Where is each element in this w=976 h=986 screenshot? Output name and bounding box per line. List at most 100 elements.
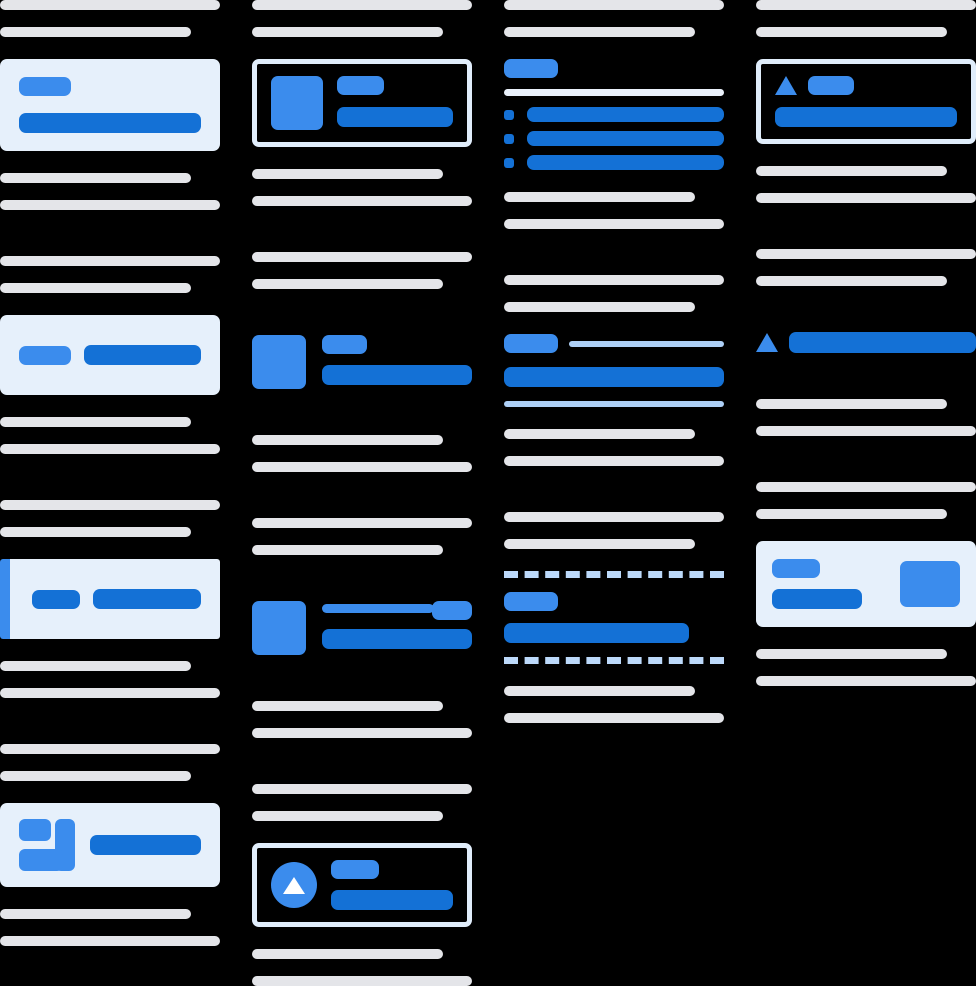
- trail-text-lines: [252, 435, 472, 472]
- spacer: [252, 927, 472, 949]
- primary-bar[interactable]: [772, 589, 863, 609]
- trail-text-lines: [252, 169, 472, 206]
- primary-bar[interactable]: [331, 890, 453, 910]
- text-line: [504, 192, 696, 202]
- list-item[interactable]: [504, 131, 724, 146]
- primary-bar[interactable]: [775, 107, 957, 127]
- trail-text-lines: [504, 192, 724, 229]
- content-block-c3b2[interactable]: [504, 275, 724, 466]
- content-block-c3b3[interactable]: [504, 512, 724, 723]
- block-gap: [0, 210, 220, 256]
- status-badge[interactable]: [772, 559, 820, 578]
- lead-text-lines: [504, 512, 724, 549]
- content-block-c1b3[interactable]: [0, 500, 220, 698]
- primary-bar[interactable]: [19, 113, 201, 133]
- status-badge[interactable]: [808, 76, 854, 95]
- outline-card[interactable]: [252, 59, 472, 147]
- spacer: [252, 147, 472, 169]
- text-line: [504, 686, 696, 696]
- status-badge[interactable]: [504, 592, 558, 611]
- trailing-tag[interactable]: [432, 601, 472, 620]
- media-object[interactable]: [252, 335, 472, 389]
- text-line: [0, 444, 220, 454]
- text-line: [0, 744, 220, 754]
- filled-card[interactable]: [756, 541, 976, 627]
- primary-bar[interactable]: [84, 345, 201, 365]
- split-media-row: [772, 559, 960, 609]
- outline-card[interactable]: [252, 843, 472, 927]
- text-line: [756, 482, 976, 492]
- filled-card[interactable]: [0, 803, 220, 887]
- text-line: [0, 27, 192, 37]
- text-line: [0, 527, 192, 537]
- media-object-with-tag[interactable]: [252, 601, 472, 655]
- outline-card[interactable]: [756, 59, 976, 144]
- accent-callout-card[interactable]: [0, 559, 220, 639]
- status-badge[interactable]: [322, 335, 367, 354]
- lead-text-lines: [504, 0, 724, 37]
- content-block-c2b3[interactable]: [252, 518, 472, 738]
- text-line: [0, 771, 192, 781]
- status-badge[interactable]: [32, 589, 80, 609]
- primary-bar[interactable]: [322, 365, 472, 385]
- text-line: [252, 976, 472, 986]
- trail-text-lines: [756, 399, 976, 436]
- text-line: [756, 166, 948, 176]
- block-gap: [504, 229, 724, 275]
- block-gap: [252, 738, 472, 784]
- content-block-c1b1[interactable]: [0, 0, 220, 210]
- dashed-card[interactable]: [504, 571, 724, 664]
- image-square-icon: [900, 561, 960, 607]
- primary-bar[interactable]: [322, 629, 472, 649]
- content-block-c1b2[interactable]: [0, 256, 220, 454]
- status-badge[interactable]: [337, 76, 384, 95]
- status-badge[interactable]: [504, 59, 558, 78]
- inline-row: [32, 589, 201, 609]
- primary-bar[interactable]: [90, 835, 201, 855]
- primary-bar[interactable]: [504, 623, 689, 643]
- status-badge[interactable]: [19, 77, 71, 96]
- play-circle-icon[interactable]: [271, 862, 317, 908]
- content-block-c4b1[interactable]: [756, 0, 976, 203]
- lead-text-lines: [0, 500, 220, 537]
- text-line: [252, 784, 472, 794]
- lead-text-lines: [0, 256, 220, 293]
- content-block-c4b3[interactable]: [756, 482, 976, 686]
- primary-bar[interactable]: [504, 367, 724, 387]
- badge-rule-group[interactable]: [504, 334, 724, 407]
- section-divider: [504, 89, 724, 96]
- text-line: [0, 173, 192, 183]
- text-line: [504, 539, 696, 549]
- text-line: [252, 518, 472, 528]
- text-line: [756, 649, 948, 659]
- content-block-c2b1[interactable]: [252, 0, 472, 206]
- content-block-c2b4[interactable]: [252, 784, 472, 986]
- spacer: [504, 312, 724, 334]
- status-badge[interactable]: [19, 345, 71, 365]
- primary-bar[interactable]: [337, 107, 453, 127]
- text-line: [0, 500, 220, 510]
- content-block-c1b4[interactable]: [0, 744, 220, 946]
- icon-inline-row[interactable]: [756, 332, 976, 353]
- bullet-list: [504, 107, 724, 170]
- content-block-c3b1[interactable]: [504, 0, 724, 229]
- media-object: [271, 860, 453, 910]
- filled-card[interactable]: [0, 59, 220, 151]
- trail-text-lines: [0, 173, 220, 210]
- primary-bar[interactable]: [789, 332, 976, 353]
- filled-card[interactable]: [0, 315, 220, 395]
- text-line: [504, 429, 696, 439]
- content-block-c2b2[interactable]: [252, 252, 472, 472]
- list-item[interactable]: [504, 107, 724, 122]
- status-badge[interactable]: [504, 334, 558, 353]
- text-line: [504, 219, 724, 229]
- status-badge[interactable]: [331, 860, 379, 879]
- spacer: [0, 639, 220, 661]
- block-gap: [756, 203, 976, 249]
- list-item[interactable]: [504, 155, 724, 170]
- content-block-c4b2[interactable]: [756, 249, 976, 436]
- bullet-list-group[interactable]: [504, 59, 724, 170]
- primary-bar[interactable]: [93, 589, 201, 609]
- spacer: [252, 821, 472, 843]
